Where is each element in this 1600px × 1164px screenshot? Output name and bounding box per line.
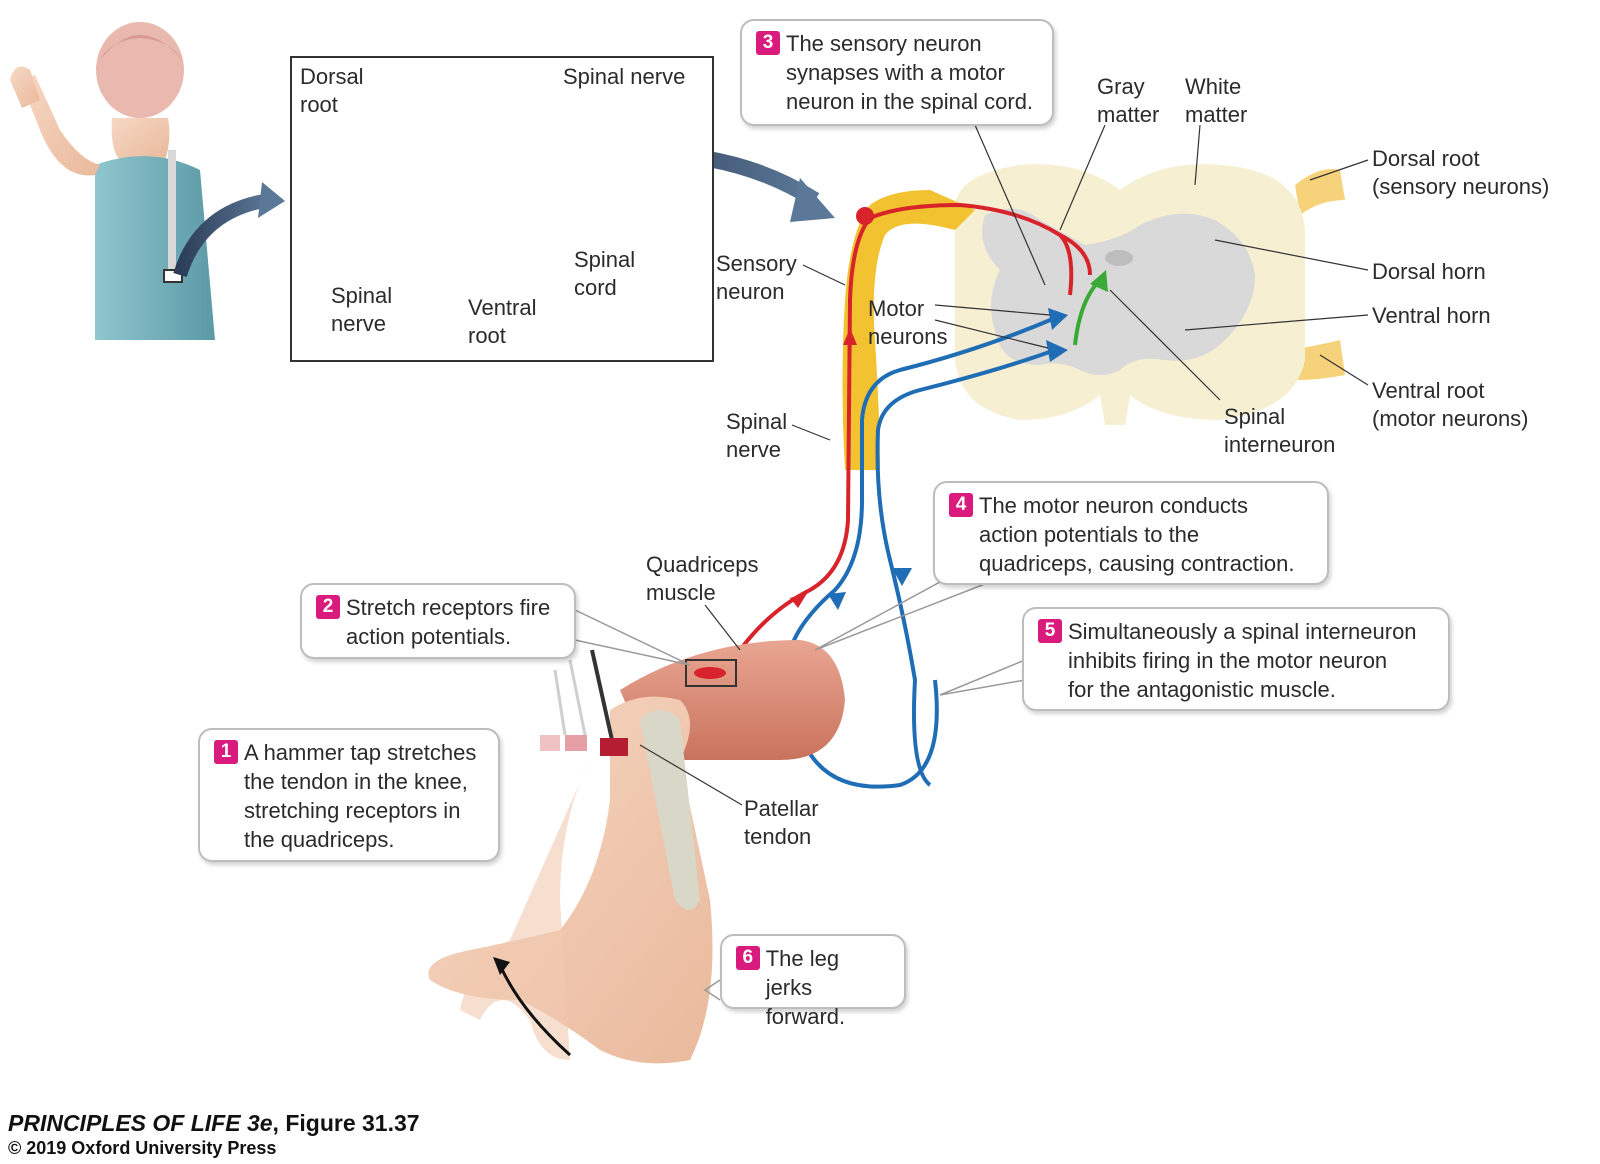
inset-label-spinal-nerve-bottom: Spinal nerve [331, 283, 393, 336]
inset-label-spinal-nerve-top: Spinal nerve [563, 64, 686, 89]
motor-neuron-paths [788, 316, 1056, 789]
label-gray-matter: Gray matter [1097, 74, 1160, 127]
label-ventral-horn: Ventral horn [1372, 303, 1491, 328]
leader-lines [639, 124, 1369, 806]
figure-credit: PRINCIPLES OF LIFE 3e, Figure 31.37 [8, 1110, 420, 1137]
label-patellar-tendon: Patellar tendon [744, 796, 819, 849]
step-2-badge: 2 [316, 595, 340, 619]
inset-label-ventral-root: Ventral root [468, 295, 537, 348]
step-3-badge: 3 [756, 31, 780, 55]
label-dorsal-root: Dorsal root (sensory neurons) [1372, 146, 1550, 199]
spinal-cord-cross-section [954, 164, 1345, 425]
leg-jerk-arrow [498, 964, 572, 1057]
spinal-cord-inset-frame [290, 56, 714, 362]
label-motor-neurons: Motor neurons [868, 296, 948, 349]
step-4-text: The motor neuron conducts action potenti… [979, 493, 1295, 576]
step-6-text: The leg jerks forward. [765, 946, 846, 1029]
step-1-text: A hammer tap stretches the tendon in the… [244, 740, 477, 852]
book-title: PRINCIPLES OF LIFE 3e [8, 1110, 273, 1136]
callout-pointers [574, 581, 1026, 1001]
inset-label-dorsal-root: Dorsal root [300, 64, 364, 117]
sensory-neuron-path [738, 202, 1092, 652]
copyright-notice: © 2019 Oxford University Press [8, 1138, 277, 1158]
label-dorsal-horn: Dorsal horn [1372, 259, 1486, 284]
label-sensory-neuron: Sensory neuron [716, 251, 797, 304]
spinal-nerve-trunk [842, 190, 975, 470]
figure-number: , Figure 31.37 [272, 1110, 420, 1136]
label-spinal-nerve: Spinal nerve [726, 409, 788, 462]
step-4-badge: 4 [949, 493, 973, 517]
label-quadriceps-muscle: Quadriceps muscle [646, 552, 759, 605]
step-2-text: Stretch receptors fire action potentials… [346, 595, 551, 649]
step-3-text: The sensory neuron synapses with a motor… [786, 31, 1034, 114]
step-6-badge: 6 [736, 946, 760, 970]
zoom-arrow-1 [173, 193, 272, 278]
label-ventral-root: Ventral root (motor neurons) [1372, 378, 1529, 431]
label-white-matter: White matter [1185, 74, 1248, 127]
label-spinal-interneuron: Spinal interneuron [1224, 404, 1336, 457]
step-5-text: Simultaneously a spinal interneuron inhi… [1068, 619, 1417, 702]
person-figure [10, 22, 215, 340]
reflex-hammer [540, 649, 628, 756]
inset-label-spinal-cord: Spinal cord [574, 247, 636, 300]
step-1-badge: 1 [214, 740, 238, 764]
step-5-badge: 5 [1038, 619, 1062, 643]
